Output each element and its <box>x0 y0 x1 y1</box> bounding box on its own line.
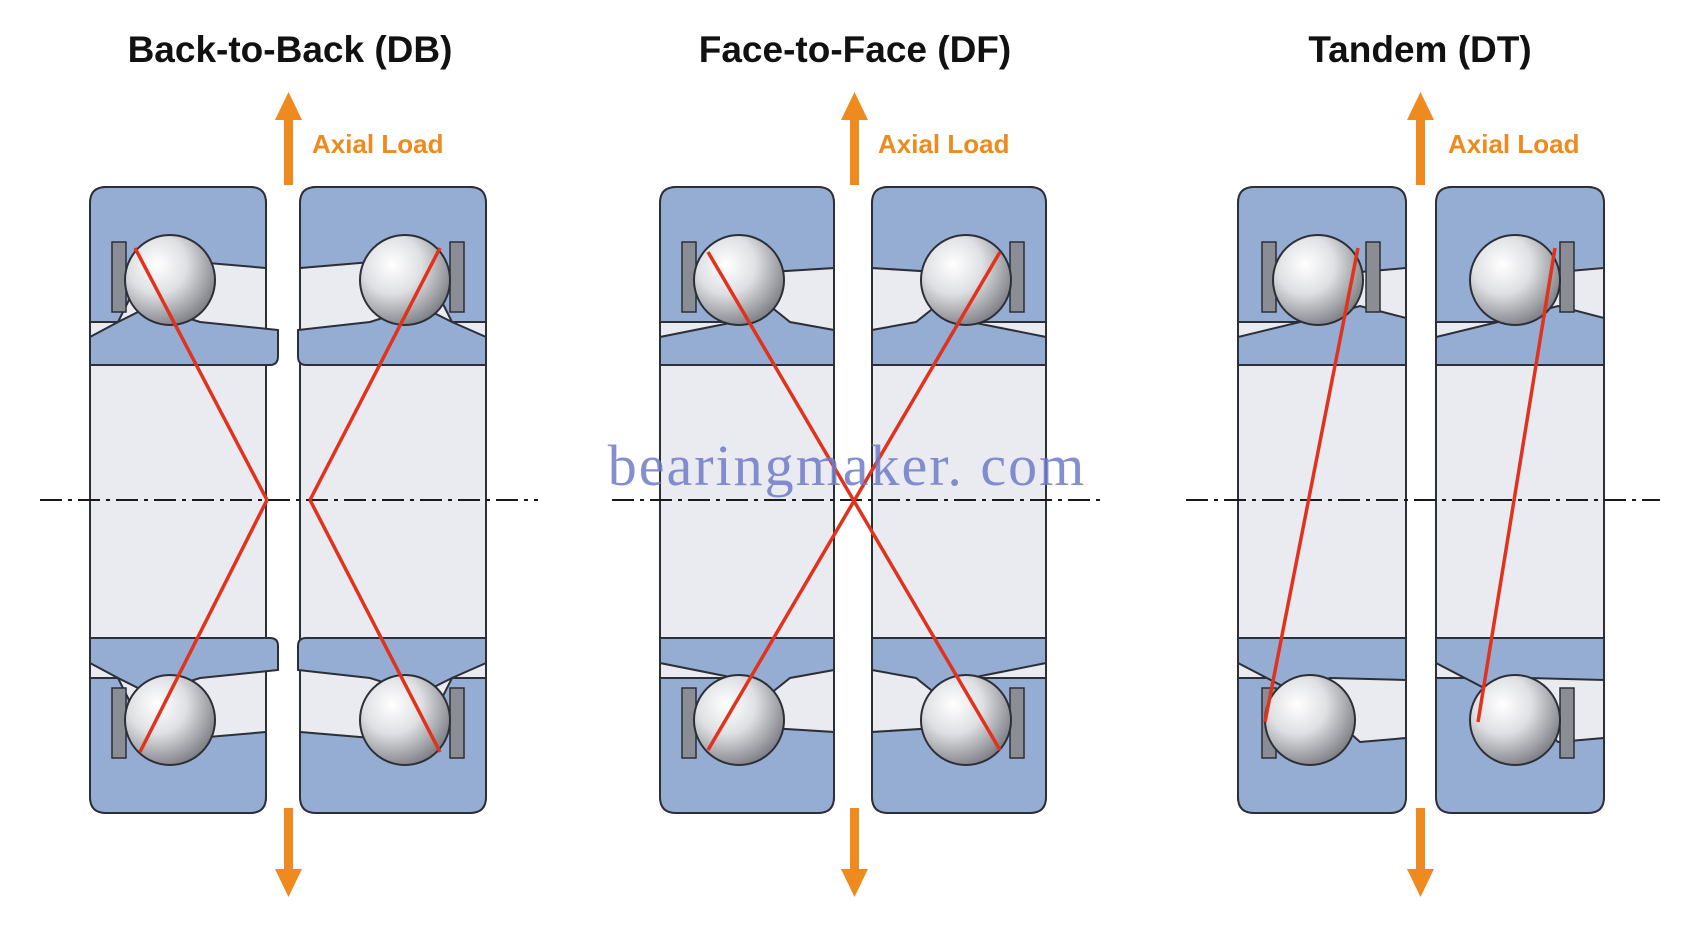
bearing-left <box>659 186 835 814</box>
ball <box>920 674 1012 766</box>
axial-load-arrow-down <box>275 808 302 897</box>
title-tandem: Tandem (DT) <box>1308 29 1531 70</box>
panel-face-to-face: Face-to-Face (DF) Axial Load <box>612 29 1100 897</box>
ball <box>124 234 216 326</box>
axial-load-label: Axial Load <box>312 129 443 159</box>
ball <box>124 674 216 766</box>
panel-back-to-back: Back-to-Back (DB) Axial Load <box>40 29 538 897</box>
title-back-to-back: Back-to-Back (DB) <box>128 29 453 70</box>
title-face-to-face: Face-to-Face (DF) <box>699 29 1011 70</box>
ball <box>359 234 451 326</box>
ball <box>693 674 785 766</box>
contact-angle-lines <box>706 251 1002 751</box>
axial-load-label: Axial Load <box>1448 129 1579 159</box>
axial-load-arrow-down <box>841 808 868 897</box>
ball <box>359 674 451 766</box>
panel-tandem: Tandem (DT) Axial Load <box>1186 29 1660 897</box>
ball <box>1264 674 1356 766</box>
axial-load-arrow-up <box>1407 92 1434 185</box>
axial-load-arrow-down <box>1407 808 1434 897</box>
axial-load-arrow-up <box>841 92 868 185</box>
axial-load-arrow-up <box>275 92 302 185</box>
axial-load-label: Axial Load <box>878 129 1009 159</box>
ball <box>1469 234 1561 326</box>
contact-angle-lines <box>133 247 442 753</box>
ball <box>693 234 785 326</box>
ball <box>920 234 1012 326</box>
contact-angle-lines <box>1263 247 1557 723</box>
ball <box>1469 674 1561 766</box>
watermark-text: bearingmaker. com <box>608 433 1087 498</box>
ball <box>1272 234 1364 326</box>
